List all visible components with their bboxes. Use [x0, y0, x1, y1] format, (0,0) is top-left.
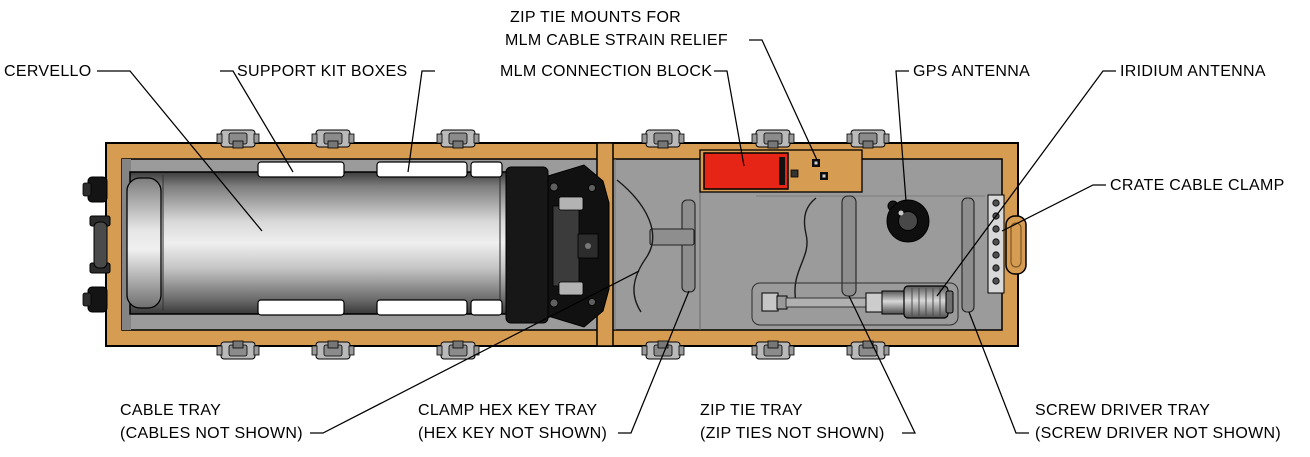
- zip-tie-tray: [841, 195, 857, 297]
- leader-crate-cable-clamp: [1001, 184, 1106, 232]
- label-screw-driver-tray-line1: SCREW DRIVER TRAY: [1035, 402, 1211, 419]
- leader-screw-driver-tray: [968, 311, 1029, 434]
- gps-antenna: [886, 199, 930, 243]
- latch-icon: [216, 340, 260, 360]
- label-zip-tie-tray-line1: ZIP TIE TRAY: [700, 402, 803, 419]
- left-side-hardware: [82, 176, 111, 313]
- leader-mlm-connection-block: [714, 70, 745, 167]
- label-screw-driver-tray-line2: (SCREW DRIVER NOT SHOWN): [1035, 425, 1282, 442]
- latch-icon: [846, 129, 890, 149]
- latch-icon: [751, 340, 795, 360]
- latch-icon: [641, 129, 685, 149]
- label-clamp-hex-key-tray-line2: (HEX KEY NOT SHOWN): [418, 425, 608, 442]
- label-zip-tie-tray: ZIP TIE TRAY (ZIP TIES NOT SHOWN): [700, 399, 885, 445]
- leader-support-kit-left: [220, 70, 294, 173]
- side-handle-icon: [93, 221, 108, 269]
- zip-tie-mounts: [812, 159, 828, 180]
- label-crate-cable-clamp: CRATE CABLE CLAMP: [1110, 177, 1285, 194]
- latch-icon: [846, 340, 890, 360]
- leader-zip-tie-tray: [848, 295, 916, 434]
- cervello-clamp-bracket: [505, 164, 610, 328]
- label-zip-tie-mounts-line1: ZIP TIE MOUNTS FOR: [510, 9, 682, 26]
- mlm-area: [699, 149, 863, 193]
- latch-icon: [311, 340, 355, 360]
- latch-icon: [216, 129, 260, 149]
- leader-cervello: [97, 70, 263, 232]
- leader-support-kit-right: [407, 70, 435, 173]
- label-support-kit-boxes: SUPPORT KIT BOXES: [237, 63, 408, 80]
- iridium-antenna: [751, 282, 959, 326]
- label-cervello: CERVELLO: [4, 63, 92, 80]
- label-cable-tray-line2: (CABLES NOT SHOWN): [120, 425, 303, 442]
- leader-zip-tie-mounts: [749, 39, 818, 161]
- label-cable-tray: CABLE TRAY (CABLES NOT SHOWN): [120, 399, 303, 445]
- latch-icon: [751, 129, 795, 149]
- leader-lines: [97, 39, 1116, 434]
- label-gps-antenna: GPS ANTENNA: [913, 63, 1031, 80]
- label-zip-tie-mounts-line2: MLM CABLE STRAIN RELIEF: [505, 32, 728, 49]
- latch-icon: [311, 129, 355, 149]
- right-side-hardware: [987, 194, 1027, 294]
- label-screw-driver-tray: SCREW DRIVER TRAY (SCREW DRIVER NOT SHOW…: [1035, 399, 1281, 445]
- leader-clamp-hex-key-tray: [618, 290, 690, 434]
- cables: [616, 179, 817, 313]
- label-clamp-hex-key-tray: CLAMP HEX KEY TRAY (HEX KEY NOT SHOWN): [418, 399, 607, 445]
- leader-cable-tray: [310, 270, 640, 434]
- mlm-connection-block: [703, 152, 789, 190]
- label-cable-tray-line1: CABLE TRAY: [120, 402, 222, 419]
- hex-key-tray-notch: [649, 228, 695, 246]
- support-kit-boxes: [257, 161, 503, 316]
- side-handle-icon: [1005, 215, 1027, 275]
- leader-gps-antenna: [895, 70, 909, 202]
- label-clamp-hex-key-tray-line1: CLAMP HEX KEY TRAY: [418, 402, 598, 419]
- label-iridium-antenna: IRIDIUM ANTENNA: [1120, 63, 1266, 80]
- cervello-cylinder: [126, 171, 511, 315]
- label-zip-tie-tray-line2: (ZIP TIES NOT SHOWN): [700, 425, 885, 442]
- label-mlm-connection-block: MLM CONNECTION BLOCK: [500, 63, 713, 80]
- latch-icon: [436, 129, 480, 149]
- clamp-hex-key-tray: [681, 199, 696, 293]
- leader-iridium-antenna: [936, 70, 1116, 297]
